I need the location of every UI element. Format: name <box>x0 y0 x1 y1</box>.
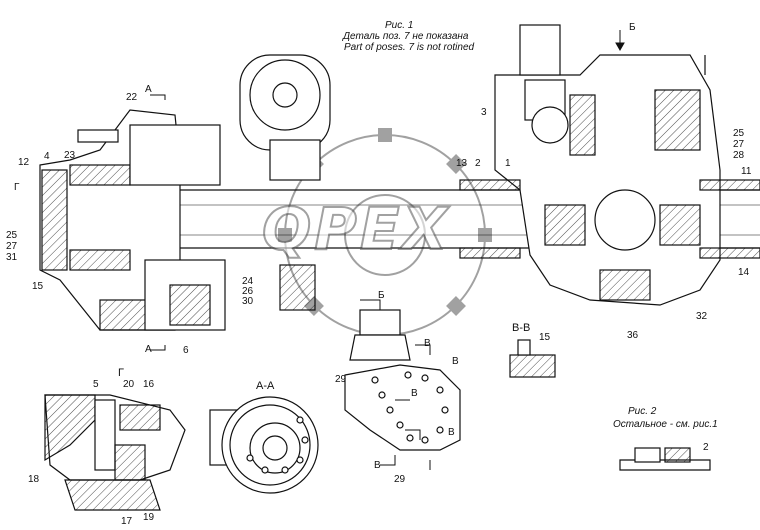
fig2-view <box>619 447 711 471</box>
axle-tube-right <box>459 179 760 259</box>
watermark-text: QPEX <box>261 194 451 264</box>
detail-vv <box>509 339 556 378</box>
bracket-view <box>344 309 461 451</box>
section-arrows <box>150 30 625 470</box>
callout-23: 23 <box>64 150 76 161</box>
callout-25-right: 25 <box>733 128 745 139</box>
view-title-b-mid: Б <box>378 290 385 301</box>
view-title-b-top: Б <box>629 22 636 33</box>
view-title-vv: В-В <box>512 322 531 334</box>
fig1-note-ru: Деталь поз. 7 не показана <box>343 31 469 42</box>
callout-3: 3 <box>481 107 487 118</box>
callout-19: 19 <box>143 512 155 523</box>
callout-6: 6 <box>183 345 189 356</box>
fig1-title: Рис. 1 <box>385 20 414 31</box>
callout-14: 14 <box>738 267 750 278</box>
callout-31: 31 <box>6 252 18 263</box>
callout-15: 15 <box>32 281 44 292</box>
callout-30: 30 <box>242 296 254 307</box>
callout-28: 28 <box>733 150 745 161</box>
view-title-g: Г <box>118 367 124 379</box>
callout-13: 13 <box>456 158 468 169</box>
callout-29-b: 29 <box>394 474 406 485</box>
callout-22: 22 <box>126 92 138 103</box>
callout-20: 20 <box>123 379 135 390</box>
view-title-aa: А-А <box>256 380 275 392</box>
callout-27-right: 27 <box>733 139 745 150</box>
callout-26: 26 <box>242 286 254 297</box>
detail-g <box>44 394 186 511</box>
callout-11: 11 <box>741 166 752 177</box>
callout-29-a: 29 <box>335 374 347 385</box>
callout-v1: В <box>424 338 431 349</box>
fig1-note-en: Part of poses. 7 is not rotined <box>344 42 475 53</box>
callout-v3: В <box>411 388 418 399</box>
callout-24: 24 <box>242 276 254 287</box>
callout-5: 5 <box>93 379 99 390</box>
brake-drum-view <box>209 396 319 494</box>
callout-16: 16 <box>143 379 155 390</box>
fig2-note: Остальное - см. рис.1 <box>613 419 718 430</box>
callout-12: 12 <box>18 157 30 168</box>
callout-2-b: 2 <box>703 442 709 453</box>
callout-a-top: А <box>145 84 152 95</box>
callout-a-bottom: А <box>145 344 152 355</box>
callout-32: 32 <box>696 311 708 322</box>
callout-4: 4 <box>44 151 50 162</box>
callout-2: 2 <box>475 158 481 169</box>
differential-housing <box>494 24 721 306</box>
callout-g-left: Г <box>14 182 20 193</box>
callout-15-b: 15 <box>539 332 551 343</box>
callout-v5: В <box>374 460 381 471</box>
callout-v4: В <box>448 427 455 438</box>
callout-v2: В <box>452 356 459 367</box>
callout-25-left: 25 <box>6 230 18 241</box>
callout-27-left: 27 <box>6 241 18 252</box>
callout-18: 18 <box>28 474 40 485</box>
callout-36: 36 <box>627 330 639 341</box>
brake-chamber <box>239 54 331 311</box>
callout-1: 1 <box>505 158 511 169</box>
fig2-title: Рис. 2 <box>628 406 657 417</box>
callout-17: 17 <box>121 516 133 527</box>
wheel-hub <box>39 109 226 331</box>
